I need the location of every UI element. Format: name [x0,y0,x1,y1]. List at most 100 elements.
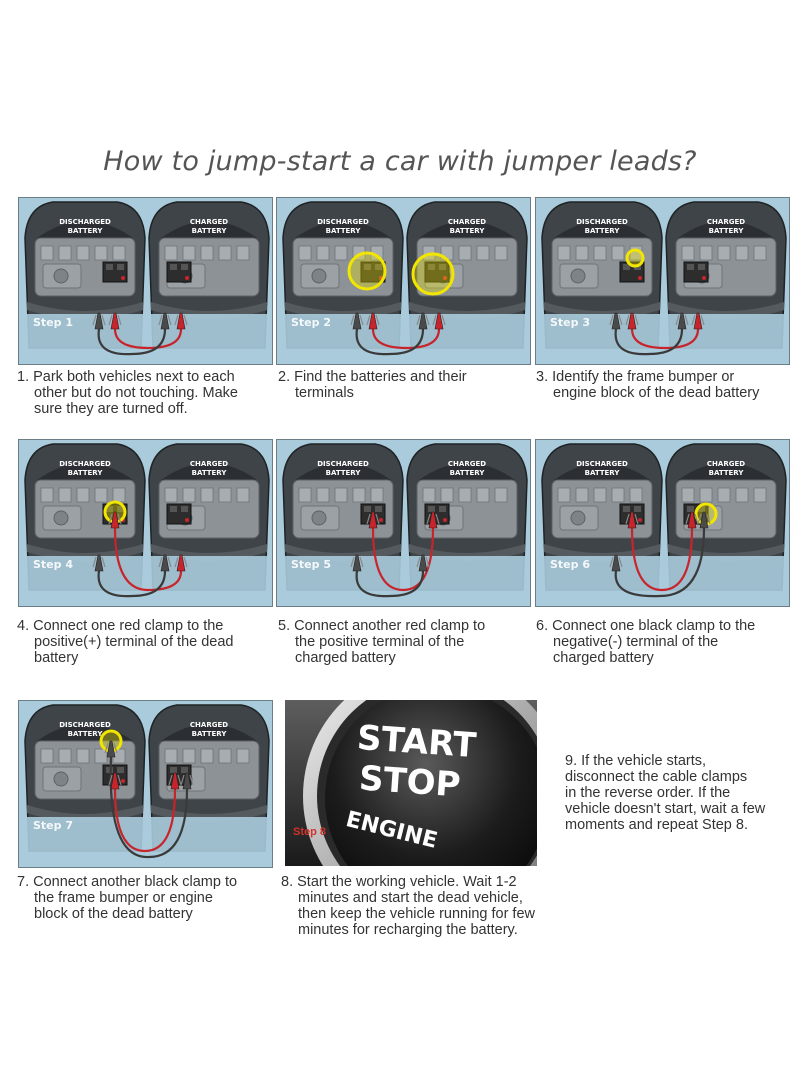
highlight-circle [625,248,645,268]
black-clamp [416,312,430,330]
caption-line: block of the dead battery [34,906,193,922]
caption-line: charged battery [553,650,654,666]
highlight-circle [411,252,455,296]
step-4-label: Step 4 [33,558,73,571]
red-clamp [685,511,699,529]
page-title: How to jump-start a car with jumper lead… [103,146,697,177]
red-clamp [366,312,380,330]
jumper-cables [614,527,706,598]
black-clamp [158,554,172,572]
car-label: BATTERY [68,227,104,235]
caption-line: negative(-) terminal of the [553,634,719,650]
black-clamp [92,554,106,572]
caption-line: battery [34,650,79,666]
car-label: BATTERY [68,730,104,738]
caption-line: 7. Connect another black clamp to [17,874,238,890]
step-9-caption: 9. If the vehicle starts, disconnect the… [565,753,765,833]
caption-line: minutes and start the dead vehicle, [298,890,523,906]
car-label: CHARGED [190,721,228,729]
car-label: BATTERY [450,469,486,477]
black-clamp [180,772,194,790]
car-label: CHARGED [707,460,745,468]
car-label: DISCHARGED [576,218,628,226]
red-clamp [108,312,122,330]
caption-line: positive(+) terminal of the dead [34,634,234,650]
jumper-cables [109,756,189,859]
car-label: BATTERY [450,227,486,235]
car-label: CHARGED [448,218,486,226]
red-clamp [625,312,639,330]
car-label: BATTERY [709,227,745,235]
step-6-label: Step 6 [550,558,590,571]
red-clamp [174,554,188,572]
car-label: BATTERY [192,730,228,738]
step-7-label: Step 7 [33,819,73,832]
black-clamp [675,312,689,330]
car-label: BATTERY [326,227,362,235]
caption-line: then keep the vehicle running for few [298,906,535,922]
caption-line: moments and repeat Step 8. [565,817,748,833]
black-clamp [697,511,711,529]
caption-line: 9. If the vehicle starts, [565,753,707,769]
step-8-caption: 8. Start the working vehicle. Wait 1-2 m… [281,874,535,938]
car-label: DISCHARGED [59,721,111,729]
red-clamp [168,772,182,790]
caption-line: 6. Connect one black clamp to the [536,618,756,634]
black-clamp [104,740,118,758]
car-label: DISCHARGED [317,460,369,468]
black-clamp [92,312,106,330]
jumper-cables [355,328,441,356]
caption-line: the positive terminal of the [295,634,465,650]
highlight-circle [347,251,387,291]
red-clamp [108,511,122,529]
car-label: BATTERY [192,227,228,235]
black-clamp [609,312,623,330]
car-label: DISCHARGED [317,218,369,226]
jumper-cables [614,328,700,356]
button-text-stop: STOP [357,758,462,806]
caption-line: disconnect the cable clamps [565,769,748,785]
car-label: BATTERY [68,469,104,477]
car-label: BATTERY [585,227,621,235]
jumper-cables [97,527,183,598]
caption-line: terminals [295,385,354,401]
car-label: CHARGED [190,218,228,226]
caption-line: in the reverse order. If the [565,785,731,801]
black-clamp [350,554,364,572]
red-clamp [691,312,705,330]
red-clamp [432,312,446,330]
black-clamp [609,554,623,572]
car-label: DISCHARGED [576,460,628,468]
car-label: BATTERY [585,469,621,477]
caption-line: other but do not touching. Make [34,385,238,401]
caption-line: sure they are turned off. [34,401,188,417]
car-label: DISCHARGED [59,218,111,226]
car-label: CHARGED [448,460,486,468]
red-clamp [174,312,188,330]
car-label: DISCHARGED [59,460,111,468]
caption-line: 2. Find the batteries and their [278,369,467,385]
caption-line: 3. Identify the frame bumper or [536,369,735,385]
black-clamp [158,312,172,330]
car-label: CHARGED [707,218,745,226]
car-label: BATTERY [709,469,745,477]
